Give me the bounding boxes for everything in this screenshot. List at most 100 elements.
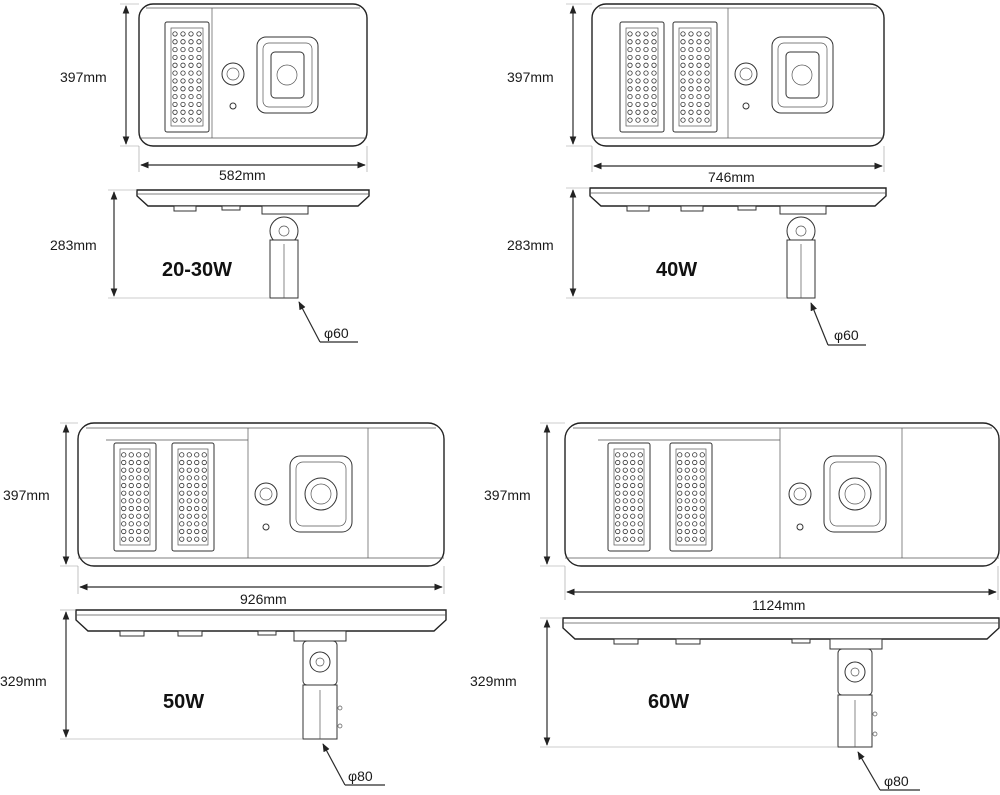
led-module [619,21,665,133]
led-dot [172,39,178,45]
led-dot [128,482,134,489]
led-dot [677,521,683,527]
led-dot [680,62,686,68]
led-module [113,442,157,552]
led-dot [677,482,683,489]
side-height-dimension: 283mm [507,237,554,253]
led-dot [196,62,202,68]
led-dot [680,78,686,84]
height-dimension: 397mm [507,69,554,85]
led-dot [172,31,178,37]
led-dot [704,109,710,115]
led-dot [179,521,185,527]
led-dot [677,498,683,504]
bracket [786,216,816,299]
led-dot [121,459,127,466]
led-dot [651,46,657,53]
led-dot [696,78,702,84]
led-dot [637,513,643,519]
led-module [607,442,651,552]
led-dot [692,513,698,519]
bracket [269,216,299,299]
led-dot [121,528,127,535]
led-dot [179,536,185,542]
led-dot [194,521,200,527]
led-dot [179,505,185,512]
led-dot [201,505,207,512]
led-dot [180,46,186,53]
led-dot [635,31,641,37]
led-dot [704,54,710,61]
led-dot [627,109,633,115]
led-dot [194,475,200,481]
led-dot [688,78,694,84]
led-dot [128,459,134,466]
led-dot [186,513,192,519]
led-dots [680,31,710,123]
led-dot [630,505,636,512]
led-dot [684,467,690,473]
led-dot [627,78,633,84]
height-dimension: 397mm [484,487,531,503]
led-dot [194,528,200,535]
led-dot [186,482,192,489]
led-dot [128,521,134,527]
led-dot [121,505,127,512]
led-dot [684,498,690,504]
led-dot [188,39,194,45]
led-dot [627,62,633,68]
led-dot [136,482,142,489]
led-dot [201,459,207,466]
led-dot [172,70,178,76]
led-dot [188,62,194,68]
led-dot [630,513,636,519]
led-dot [630,482,636,489]
led-dot [188,54,194,61]
led-dot [704,93,710,100]
led-dot [179,459,185,466]
led-dot [180,86,186,92]
led-dot [615,528,621,535]
led-dot [630,528,636,535]
led-dot [677,475,683,481]
led-dot [637,536,643,542]
led-dot [696,31,702,37]
led-dot [680,93,686,100]
led-dot [630,521,636,527]
led-dot [136,452,142,458]
led-dot [651,62,657,68]
led-dot [186,475,192,481]
led-dot [699,467,705,473]
led-dot [684,475,690,481]
led-dot [615,521,621,527]
led-dot [180,31,186,37]
led-dot [194,452,200,458]
led-dot [643,39,649,45]
driver-box [771,36,834,114]
led-dot [143,505,149,512]
led-dot [201,498,207,504]
led-dot [630,498,636,504]
led-dot [684,513,690,519]
led-dot [615,513,621,519]
led-dot [143,528,149,535]
led-dot [637,452,643,458]
led-dot [643,101,649,108]
led-dot [615,498,621,504]
led-dot [186,521,192,527]
led-dot [143,536,149,542]
side-height-dimension: 283mm [50,237,97,253]
led-dot [696,39,702,45]
led-dot [696,86,702,92]
led-dot [188,109,194,115]
led-dot [196,101,202,108]
led-dot [179,482,185,489]
led-dot [172,46,178,53]
led-dot [143,459,149,466]
led-dot [172,101,178,108]
led-dot [699,536,705,542]
led-dot [696,117,702,123]
led-dot [643,86,649,92]
led-dot [688,101,694,108]
led-dot [180,39,186,45]
